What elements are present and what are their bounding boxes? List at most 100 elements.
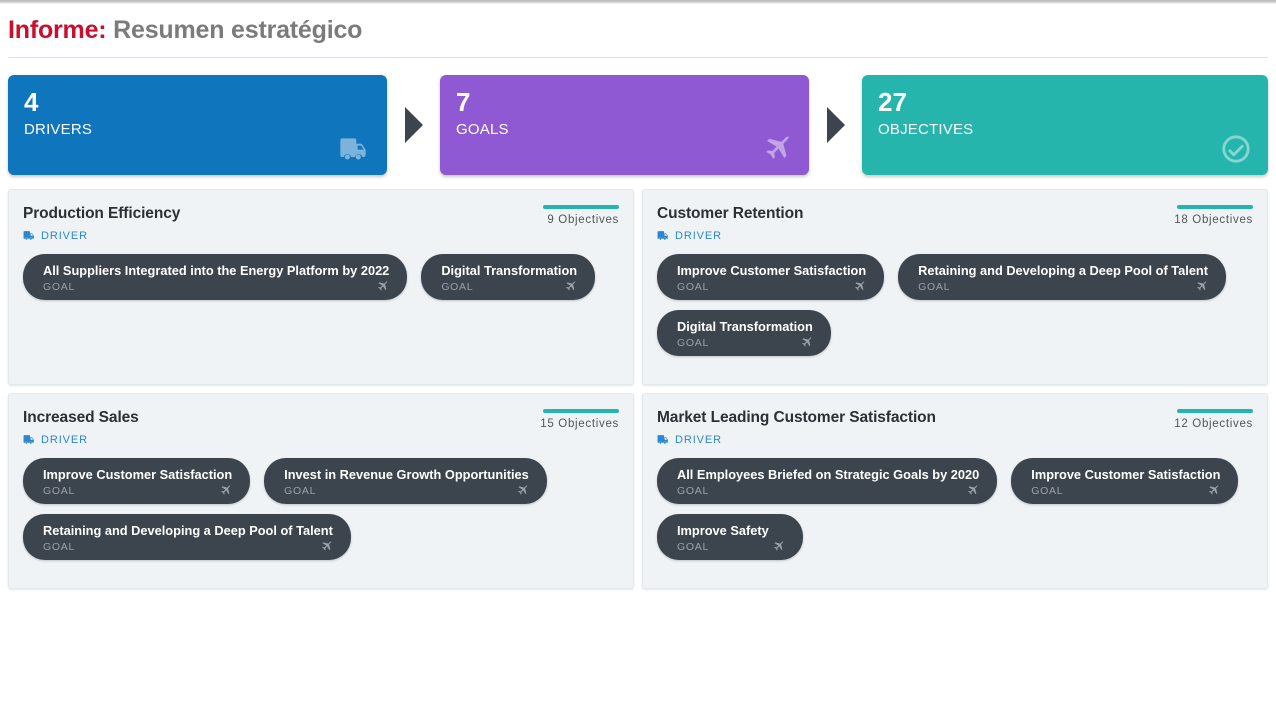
airplane-icon (1195, 280, 1208, 293)
goal-kind-label: GOAL (918, 280, 951, 293)
goal-pill[interactable]: All Suppliers Integrated into the Energy… (23, 254, 408, 300)
airplane-icon (564, 280, 577, 293)
title-divider (8, 57, 1268, 58)
truck-icon (657, 433, 670, 446)
driver-name: Increased Sales (23, 409, 139, 426)
airplane-icon (320, 540, 333, 553)
driver-kind-label: DRIVER (41, 433, 88, 446)
objectives-count: 18 Objectives (1174, 214, 1253, 226)
goal-title: Digital Transformation (441, 263, 578, 278)
kpi-value: 27 (878, 87, 907, 117)
goal-kind-label: GOAL (284, 484, 317, 497)
objectives-count: 9 Objectives (547, 214, 619, 226)
goal-pill[interactable]: Retaining and Developing a Deep Pool of … (898, 254, 1227, 300)
goal-kind-label: GOAL (1031, 484, 1064, 497)
kpi-label: GOALS (456, 121, 509, 138)
goal-kind-label: GOAL (677, 280, 709, 293)
objectives-count: 12 Objectives (1174, 418, 1253, 430)
goal-title: Digital Transformation (677, 319, 813, 334)
page-header: Informe: Resumen estratégico (0, 4, 1276, 58)
airplane-icon (772, 540, 785, 553)
truck-icon (657, 229, 670, 242)
kpi-label: OBJECTIVES (878, 121, 974, 138)
goal-kind-label: GOAL (677, 540, 709, 553)
objectives-accent-bar (1177, 409, 1253, 413)
flow-arrow-icon (387, 105, 440, 145)
goal-footer: GOAL (441, 280, 577, 293)
airplane-icon (761, 133, 793, 165)
truck-icon (23, 433, 36, 446)
goal-list: All Employees Briefed on Strategic Goals… (657, 458, 1253, 560)
goal-footer: GOAL (918, 280, 1208, 293)
goal-footer: GOAL (43, 540, 333, 553)
kpi-value: 4 (24, 87, 39, 117)
goal-title: Improve Customer Satisfaction (677, 263, 867, 278)
driver-kind-label: DRIVER (675, 433, 722, 446)
objectives-count: 15 Objectives (540, 418, 619, 430)
goal-footer: GOAL (43, 280, 389, 293)
goal-kind-label: GOAL (677, 484, 709, 497)
goal-footer: GOAL (677, 280, 866, 293)
kpi-value: 7 (456, 87, 471, 117)
airplane-icon (853, 280, 866, 293)
flow-arrow-icon (809, 105, 862, 145)
truck-icon (339, 133, 371, 165)
driver-name: Market Leading Customer Satisfaction (657, 409, 936, 426)
driver-kind: DRIVER (23, 433, 139, 446)
page-title: Informe: Resumen estratégico (8, 14, 1268, 46)
driver-kind-label: DRIVER (675, 229, 722, 242)
goal-footer: GOAL (677, 336, 813, 349)
goal-kind-label: GOAL (441, 280, 474, 293)
airplane-icon (516, 484, 529, 497)
airplane-icon (800, 336, 813, 349)
objectives-summary: 9 Objectives (543, 204, 619, 226)
goal-title: Improve Customer Satisfaction (1031, 467, 1221, 482)
goal-title: Retaining and Developing a Deep Pool of … (43, 523, 333, 538)
window-top-bar (0, 0, 1276, 4)
goal-list: All Suppliers Integrated into the Energy… (23, 254, 619, 300)
goal-title: All Employees Briefed on Strategic Goals… (677, 467, 980, 482)
goal-title: Improve Customer Satisfaction (43, 467, 233, 482)
truck-icon (23, 229, 36, 242)
driver-kind: DRIVER (657, 433, 936, 446)
goal-kind-label: GOAL (43, 540, 75, 553)
airplane-icon (376, 280, 389, 293)
objectives-summary: 15 Objectives (540, 408, 619, 430)
goal-title: Retaining and Developing a Deep Pool of … (918, 263, 1209, 278)
objectives-summary: 18 Objectives (1174, 204, 1253, 226)
goal-title: Improve Safety (677, 523, 769, 538)
goal-kind-label: GOAL (677, 336, 709, 349)
goal-pill[interactable]: All Employees Briefed on Strategic Goals… (657, 458, 998, 504)
goal-title: Invest in Revenue Growth Opportunities (284, 467, 529, 482)
goal-pill[interactable]: Retaining and Developing a Deep Pool of … (23, 514, 351, 560)
objectives-summary: 12 Objectives (1174, 408, 1253, 430)
goal-footer: GOAL (1031, 484, 1220, 497)
driver-kind: DRIVER (23, 229, 180, 242)
